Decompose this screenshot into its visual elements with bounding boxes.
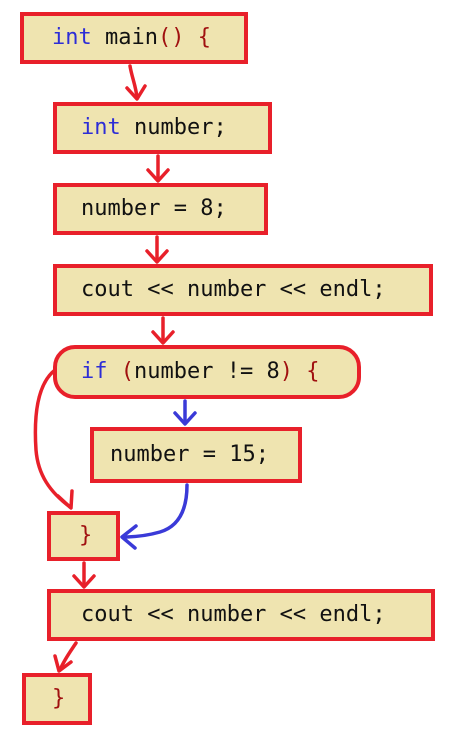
arrowhead-main-to-declare [125, 84, 147, 101]
arrowhead-assign15-to-close-if [120, 524, 138, 550]
if-condition-text: number != 8 [134, 359, 280, 384]
arrowhead-close-if-to-cout2 [72, 574, 96, 589]
assign-8-text: number = 8; [81, 196, 227, 221]
assign-8-box: number = 8; [53, 183, 268, 235]
close-main-brace: } [52, 686, 66, 711]
keyword-if: if [81, 359, 108, 384]
arrowhead-if-to-assign15 [173, 411, 197, 426]
close-if-brace: } [79, 523, 93, 548]
arrowhead-assign8-to-cout1 [145, 249, 169, 264]
cout-1-text: cout << number << endl; [81, 277, 386, 302]
cout-box-2: cout << number << endl; [47, 589, 435, 641]
close-main-box: } [22, 673, 92, 725]
arrowhead-declare-to-assign8 [146, 168, 170, 183]
keyword-int: int [81, 115, 121, 140]
arrow-assign15-to-close-if [121, 483, 189, 539]
main-open-brace: () { [157, 25, 211, 50]
assign-15-text: number = 15; [110, 442, 269, 467]
arrow-main-to-declare [128, 64, 139, 100]
main-name: main [91, 25, 158, 50]
arrowhead-cout2-to-close-main [53, 654, 73, 673]
if-condition-box: if (number != 8) { [53, 345, 361, 399]
if-open-brace: { [292, 359, 320, 384]
close-if-box: } [47, 511, 120, 561]
main-declaration-box: int main() { [20, 12, 248, 64]
arrowhead-cout1-to-if [151, 330, 175, 345]
assign-15-box: number = 15; [90, 427, 302, 483]
cout-box-1: cout << number << endl; [53, 264, 433, 316]
cout-2-text: cout << number << endl; [81, 602, 386, 627]
arrowhead-if-false-to-close-if [56, 489, 74, 510]
declare-number-box: int number; [53, 102, 272, 154]
keyword-int: int [52, 25, 92, 50]
declare-text: number; [120, 115, 227, 140]
if-close-paren: ) [279, 359, 293, 384]
arrow-cout2-to-close-main [58, 641, 78, 672]
if-open-paren: ( [107, 359, 134, 384]
